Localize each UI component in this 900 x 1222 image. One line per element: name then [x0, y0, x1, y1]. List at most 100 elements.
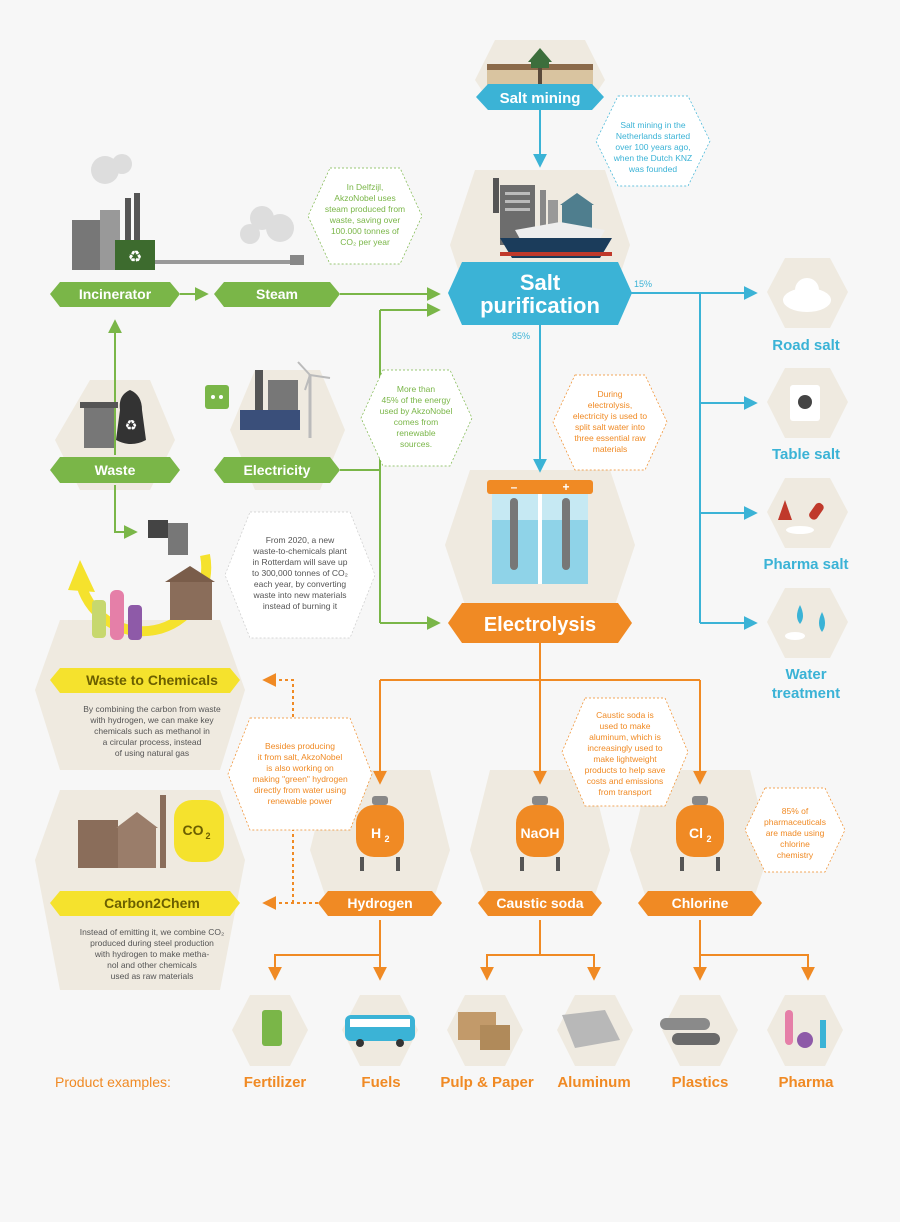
- purification-plant-icon: [493, 178, 612, 258]
- node-waste: Waste: [50, 457, 180, 483]
- note-line: products to help save: [585, 765, 666, 775]
- node-chlorine: Chlorine: [638, 891, 762, 916]
- note-line: From 2020, a new: [266, 535, 335, 545]
- note-line: 45% of the energy: [382, 395, 452, 405]
- percent-85: 85%: [512, 331, 530, 341]
- svg-text:2: 2: [706, 834, 711, 844]
- note-line: used to make: [599, 721, 650, 731]
- note-line: chemicals such as methanol in: [94, 726, 210, 736]
- svg-text:Cl: Cl: [689, 825, 703, 841]
- note-line: pharmaceuticals: [764, 817, 826, 827]
- note-line: with hydrogen to make metha-: [94, 949, 210, 959]
- waste-bin-icon: ♻: [80, 390, 146, 448]
- note-line: sources.: [400, 439, 432, 449]
- note-line: to 300,000 tonnes of CO₂: [252, 568, 348, 578]
- node-salt-purification: Salt purification: [448, 262, 632, 325]
- node-salt-mining: Salt mining: [476, 84, 604, 110]
- note-line: directly from water using: [254, 785, 346, 795]
- note-line: CO₂ per year: [340, 237, 390, 247]
- note-line: used by AkzoNobel: [380, 406, 453, 416]
- node-caustic-soda: Caustic soda: [478, 891, 602, 916]
- products-label: Product examples:: [55, 1074, 171, 1090]
- svg-text:Salt: Salt: [520, 270, 561, 295]
- svg-text:♻: ♻: [125, 417, 138, 433]
- node-electricity: Electricity: [214, 457, 340, 483]
- node-steam: Steam: [214, 282, 340, 307]
- note-line: increasingly used to: [587, 743, 662, 753]
- note-line: In Delfzijl,: [347, 182, 384, 192]
- note-line: from transport: [599, 787, 653, 797]
- note-line: By combining the carbon from waste: [83, 704, 221, 714]
- node-incinerator: Incinerator: [50, 282, 180, 307]
- chemical-tanks: [356, 796, 724, 871]
- note-line: comes from: [394, 417, 438, 427]
- svg-text:Caustic soda: Caustic soda: [496, 895, 583, 911]
- svg-text:2: 2: [384, 834, 389, 844]
- svg-text:Waste: Waste: [95, 462, 136, 478]
- note-line: Netherlands started: [616, 131, 690, 141]
- waste-to-chemicals-icon: [68, 520, 215, 640]
- svg-text:Waste to Chemicals: Waste to Chemicals: [86, 672, 218, 688]
- salt-uses: Road salt Table salt Pharma salt Water t…: [763, 337, 848, 702]
- salt-use-icons: [778, 278, 831, 640]
- note-line: it from salt, AkzoNobel: [258, 752, 343, 762]
- note-line: is also working on: [266, 763, 334, 773]
- note-line: a circular process, instead: [103, 737, 202, 747]
- desc-carbon2chem: Instead of emitting it, we combine CO₂pr…: [80, 927, 225, 981]
- incinerator-icon: ♻: [72, 154, 155, 270]
- svg-text:treatment: treatment: [772, 685, 840, 702]
- product-aluminum: Aluminum: [557, 1074, 630, 1091]
- svg-text:Salt mining: Salt mining: [500, 90, 581, 107]
- note-line: when the Dutch KNZ: [613, 153, 692, 163]
- product-plastics: Plastics: [672, 1074, 729, 1091]
- product-fertilizer: Fertilizer: [244, 1074, 307, 1091]
- node-electrolysis: Electrolysis: [448, 603, 632, 643]
- electricity-icon: [205, 361, 331, 438]
- note-line: electrolysis,: [588, 400, 632, 410]
- svg-text:Electricity: Electricity: [244, 462, 311, 478]
- svg-text:purification: purification: [480, 293, 600, 318]
- electrolysis-cell-icon: – +: [487, 480, 593, 584]
- svg-text:NaOH: NaOH: [521, 825, 560, 841]
- svg-text:Chlorine: Chlorine: [672, 895, 729, 911]
- products: Fertilizer Fuels Pulp & Paper Aluminum P…: [244, 1074, 834, 1091]
- note-line: each year, by converting: [254, 579, 346, 589]
- note-line: nol and other chemicals: [107, 960, 197, 970]
- note-line: split salt water into: [575, 422, 645, 432]
- note-line: waste, saving over: [329, 215, 401, 225]
- svg-text:Road salt: Road salt: [772, 337, 840, 354]
- tank-labels: H 2 NaOH Cl 2 CO 2: [183, 822, 712, 844]
- svg-text:♻: ♻: [128, 249, 142, 266]
- svg-text:Table salt: Table salt: [772, 446, 840, 463]
- svg-text:Electrolysis: Electrolysis: [484, 614, 596, 636]
- note-line: costs and emissions: [587, 776, 664, 786]
- percent-15: 15%: [634, 279, 652, 289]
- note-line: During: [597, 389, 622, 399]
- steam-icon: [240, 206, 304, 265]
- note-line: materials: [593, 444, 627, 454]
- product-icons: [262, 1010, 826, 1050]
- product-fuels: Fuels: [361, 1074, 400, 1091]
- note-line: Salt mining in the: [620, 120, 685, 130]
- node-waste-to-chemicals: Waste to Chemicals: [50, 668, 240, 693]
- svg-text:Steam: Steam: [256, 286, 298, 302]
- note-line: chlorine: [780, 839, 810, 849]
- note-line: renewable power: [268, 796, 333, 806]
- note-line: instead of burning it: [263, 601, 338, 611]
- svg-text:2: 2: [205, 831, 210, 841]
- note-line: making "green" hydrogen: [252, 774, 348, 784]
- note-line: aluminum, which is: [589, 732, 661, 742]
- note-line: renewable: [396, 428, 435, 438]
- note-line: are made using: [766, 828, 825, 838]
- svg-text:–: –: [511, 480, 518, 494]
- svg-text:Water: Water: [785, 666, 826, 683]
- note-line: of using natural gas: [115, 748, 189, 758]
